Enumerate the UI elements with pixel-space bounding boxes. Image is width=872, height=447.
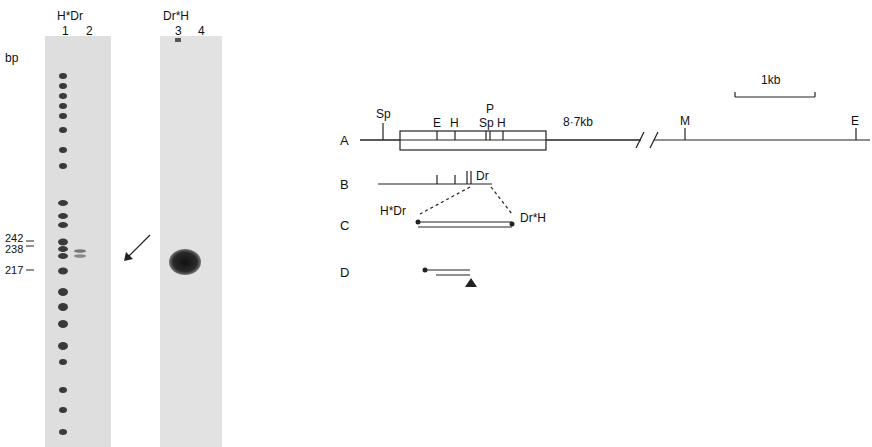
site-label: H <box>497 117 506 129</box>
site-label: Dr <box>476 170 489 182</box>
site-tick <box>684 128 685 140</box>
gel-band <box>58 253 68 259</box>
gel-strip <box>160 36 222 447</box>
site-tick <box>454 131 455 140</box>
map-line <box>654 139 870 140</box>
gel-band <box>74 254 86 258</box>
label-dot <box>423 268 428 273</box>
gel-band <box>58 268 68 275</box>
gel-band <box>58 200 68 206</box>
gel-band <box>58 213 68 219</box>
panel-letter: C <box>340 219 349 232</box>
unit-label: bp <box>5 52 18 64</box>
gel-band <box>59 387 67 393</box>
pointer-arrow <box>127 235 150 258</box>
label-dot <box>510 222 515 227</box>
scale-line <box>735 96 815 97</box>
lane-number: 2 <box>86 25 93 37</box>
marker-bands <box>58 73 68 435</box>
lane-number: 4 <box>198 25 205 37</box>
size-tick <box>26 241 34 242</box>
gel-band <box>59 103 67 109</box>
gel-band <box>59 93 67 99</box>
label-dot <box>416 220 421 225</box>
lane-number: 3 <box>175 25 182 37</box>
gel-band <box>58 246 68 252</box>
site-tick <box>466 171 467 184</box>
scale-bar <box>735 92 815 97</box>
panel-letter: B <box>340 178 349 191</box>
size-tick <box>26 246 34 247</box>
end-label: Dr*H <box>520 212 546 224</box>
dashed-guide <box>491 187 512 214</box>
scale-tick <box>734 92 735 97</box>
lane-heading: Dr*H <box>163 10 189 22</box>
end-label: H*Dr <box>380 205 406 217</box>
size-label: 217 <box>5 265 23 276</box>
gel-band <box>58 303 68 311</box>
panel-letter: D <box>340 266 349 279</box>
site-tick <box>485 131 486 140</box>
site-label: E <box>851 115 859 127</box>
site-label: H <box>450 117 459 129</box>
site-tick <box>382 123 383 140</box>
gel-band <box>59 147 67 153</box>
scale-label: 1kb <box>761 74 780 86</box>
scale-tick <box>814 92 815 97</box>
site-label: E <box>433 117 441 129</box>
gel-band <box>59 127 67 133</box>
dashed-guide <box>420 187 470 214</box>
size-tick <box>26 270 34 271</box>
gel-spot <box>169 249 201 275</box>
map-line <box>360 139 641 140</box>
arrow-head <box>124 252 133 261</box>
panel-letter: A <box>340 134 349 147</box>
size-label: 242 <box>5 233 23 244</box>
triangle-marker <box>465 278 477 287</box>
strand-line <box>418 221 512 222</box>
map-line <box>360 139 641 140</box>
size-label: 238 <box>5 244 23 255</box>
strand-line <box>418 226 512 227</box>
gel-band <box>58 239 68 246</box>
site-tick <box>436 175 437 184</box>
lane-heading: H*Dr <box>57 10 83 22</box>
site-tick <box>454 175 455 184</box>
site-tick <box>489 131 490 140</box>
distance-label: 8·7kb <box>563 116 593 128</box>
gel-band <box>58 222 68 228</box>
gel-band <box>58 342 68 350</box>
site-label: M <box>680 115 690 127</box>
lane-number: 1 <box>62 25 69 37</box>
map-line <box>378 183 492 184</box>
gel-band <box>59 429 67 435</box>
gel-well <box>175 38 181 42</box>
site-label: Sp <box>479 117 494 129</box>
gel-band <box>59 83 67 89</box>
site-label: Sp <box>376 108 391 120</box>
site-tick <box>502 131 503 140</box>
gel-band <box>59 73 67 79</box>
site-tick <box>436 131 437 140</box>
map-d <box>425 270 470 275</box>
gel-strip <box>45 36 111 447</box>
gel-band <box>59 407 67 413</box>
site-tick <box>470 171 471 184</box>
strand-line <box>425 269 470 270</box>
gel-band <box>74 249 86 253</box>
gel-band <box>59 359 67 365</box>
map-c <box>418 222 512 227</box>
gel-band <box>58 320 68 328</box>
gel-band <box>58 288 68 296</box>
gel-band <box>59 113 67 119</box>
break-mark <box>650 132 658 148</box>
site-label: P <box>486 103 494 115</box>
site-tick <box>855 128 856 140</box>
gel-band <box>59 163 67 169</box>
strand-line <box>436 274 470 275</box>
